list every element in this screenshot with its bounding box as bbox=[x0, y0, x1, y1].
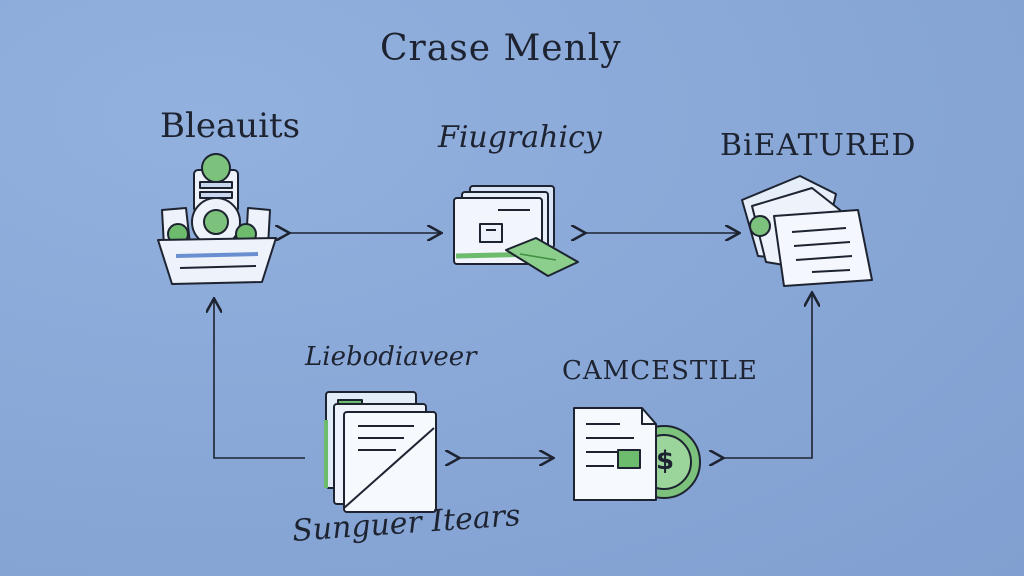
node-label-figure: Fiugrahicy bbox=[438, 120, 602, 155]
node-label-benefits: Bleauits bbox=[160, 106, 301, 146]
node-label-left-mid: Liebodiaveer bbox=[305, 342, 477, 372]
document-coin-icon bbox=[573, 407, 701, 501]
basket-icon bbox=[157, 153, 277, 285]
folder-cash-icon bbox=[453, 185, 579, 277]
diagram-title: Crase Menly bbox=[380, 28, 622, 69]
arrow-centermid-featured bbox=[722, 294, 812, 458]
documents-pile-icon bbox=[741, 175, 873, 287]
arrow-leftmid-benefits bbox=[214, 300, 305, 459]
dollar-icon: $ bbox=[656, 446, 675, 476]
folder-slash-icon bbox=[324, 391, 437, 513]
node-label-featured: BiEATURED bbox=[720, 128, 917, 163]
node-label-center-mid: CAMCESTILE bbox=[562, 356, 758, 386]
